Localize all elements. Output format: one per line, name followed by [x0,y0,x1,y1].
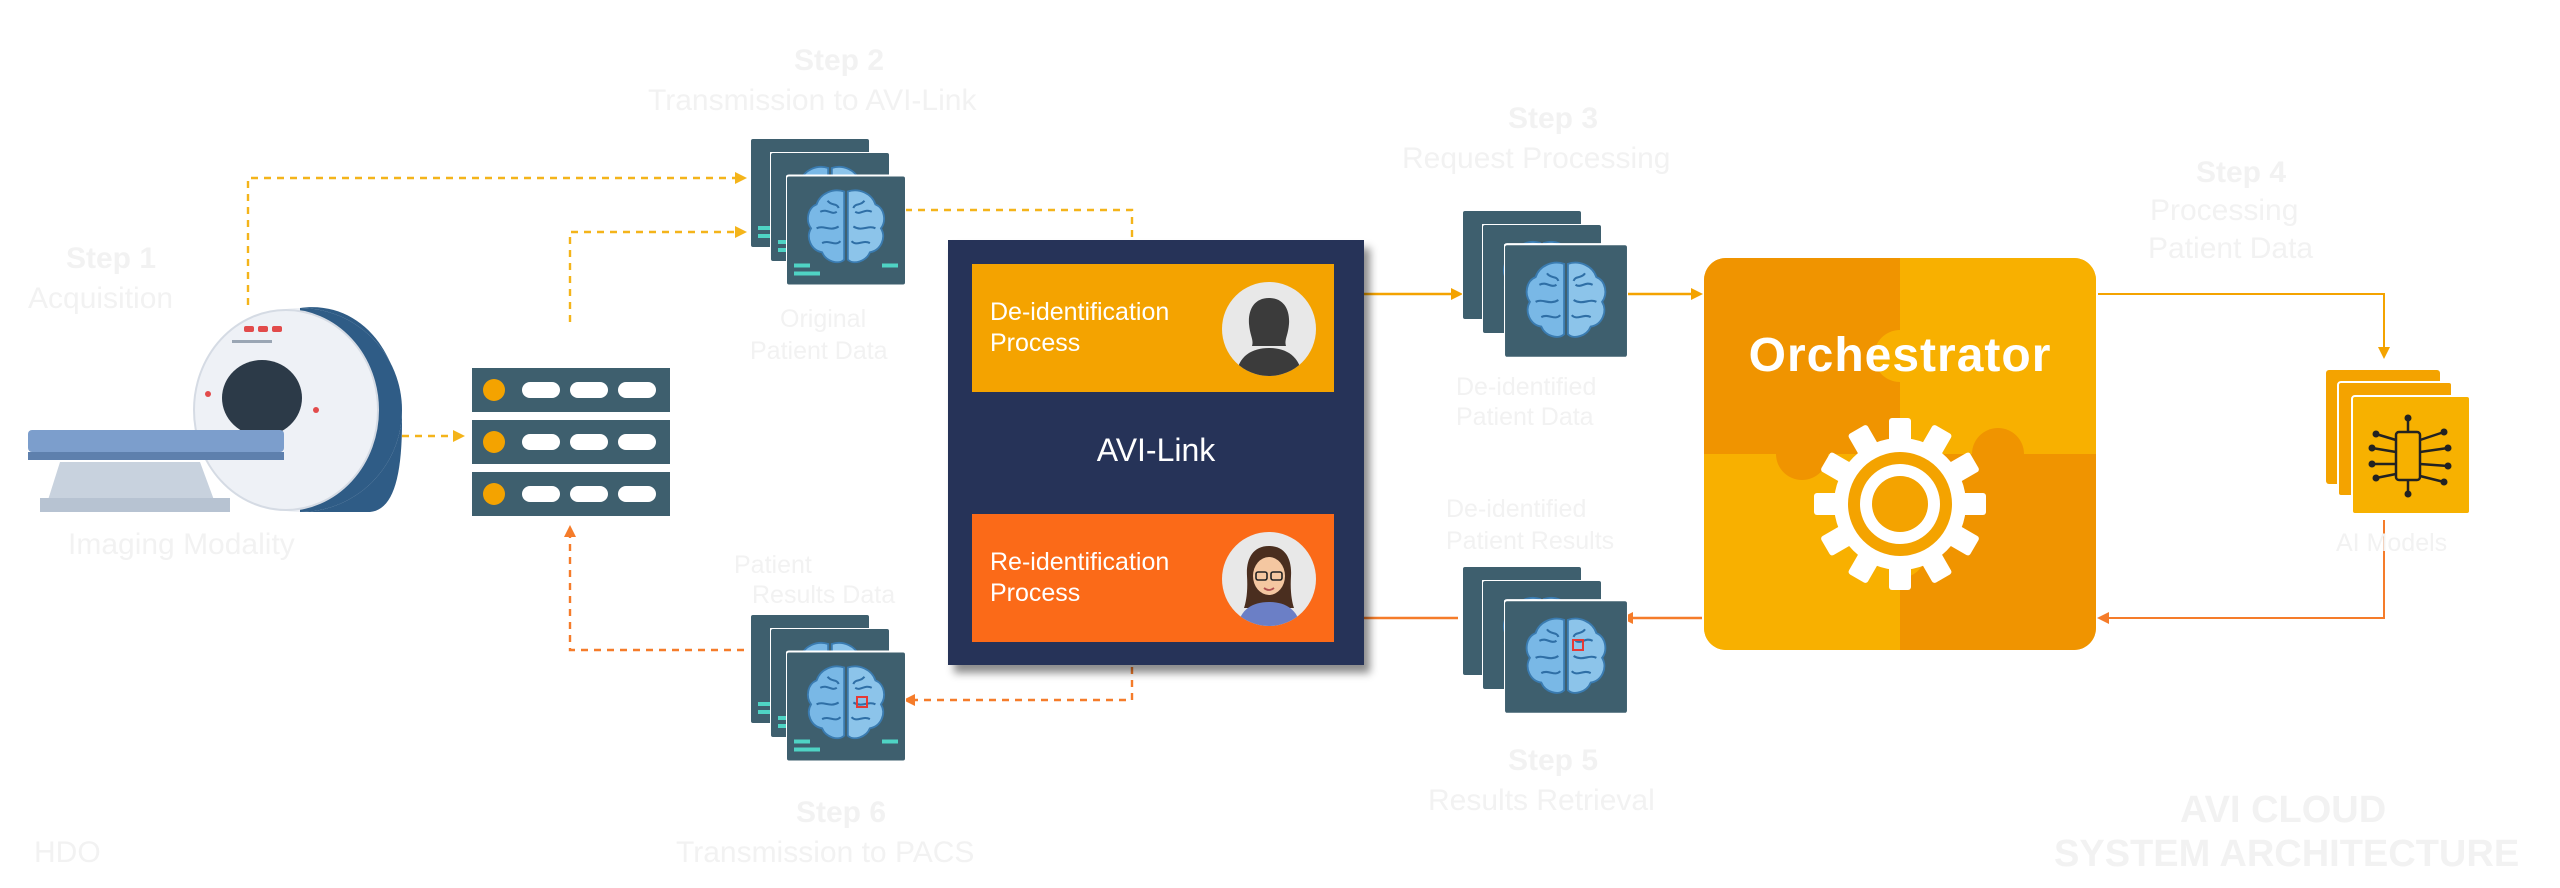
orchestrator-title: Orchestrator [1748,329,2052,382]
original-data-scan-stack-icon [750,138,906,286]
step3-desc: Request Processing [1402,142,1671,175]
step3-title: Step 3 [1508,102,1599,135]
anonymous-person-icon [1222,282,1316,376]
arrow-ai-models-to-orchestrator [2097,520,2385,624]
step4-desc-line2: Patient Data [2148,232,2314,265]
mri-scanner-icon [28,307,402,512]
arrow-scanner-to-original-data [246,172,747,305]
architecture-title-line1: AVI CLOUD [2180,789,2387,831]
deid-results-label-line1: De-identified [1446,495,1587,523]
reidentification-process-panel: Re-identification Process [972,514,1334,642]
deid-line1: De-identification [990,297,1170,326]
pacs-server-icon [472,368,670,516]
deid-line2: Process [990,329,1081,357]
patient-results-label-line2: Results Data [752,581,896,609]
original-data-label-line1: Original [780,305,867,333]
deid-data-label-line1: De-identified [1456,373,1597,401]
step6-title: Step 6 [796,796,887,829]
ai-models-stack-icon [2326,370,2471,515]
deid-data-scan-stack-icon [1462,210,1628,358]
reidentification-process-label: Re-identification Process [990,547,1200,610]
step4-desc-line1: Processing [2150,194,2299,227]
step1-desc: Acquisition [28,282,174,315]
step5-title: Step 5 [1508,744,1599,777]
reid-line2: Process [990,579,1081,607]
deidentification-process-panel: De-identification Process [972,264,1334,392]
hdo-label: HDO [34,836,101,869]
deid-data-label-line2: Patient Data [1456,403,1594,431]
deidentification-process-label: De-identification Process [990,297,1200,360]
orchestrator-box: Orchestrator [1704,258,2096,650]
avi-link-title: AVI-Link [1096,432,1216,468]
reid-line1: Re-identification [990,547,1170,576]
results-data-scan-stack-icon [750,614,906,762]
avi-link-box: De-identification Process AVI-Link Re-id… [948,240,1364,665]
step2-desc: Transmission to AVI-Link [648,84,977,117]
deid-results-label-line2: Patient Results [1446,527,1615,555]
gear-icon [1814,418,1986,590]
arrow-orchestrator-to-ai-models [2098,293,2390,359]
arrow-pacs-to-original-data [568,226,747,322]
imaging-modality-label: Imaging Modality [68,528,295,561]
step5-desc: Results Retrieval [1428,784,1655,817]
deid-results-scan-stack-icon [1462,566,1628,714]
patient-results-label-line1: Patient [734,551,812,579]
patient-person-icon [1222,532,1316,626]
original-data-label-line2: Patient Data [750,337,888,365]
arrow-avilink-to-results-data [903,654,1134,706]
step1-title: Step 1 [66,242,157,275]
step6-desc: Transmission to PACS [676,836,975,869]
architecture-title-line2: SYSTEM ARCHITECTURE [2054,833,2520,875]
step2-title: Step 2 [794,44,885,77]
ai-models-label: AI Models [2336,529,2448,557]
arrow-results-data-to-pacs [564,525,744,652]
step4-title: Step 4 [2196,156,2287,189]
